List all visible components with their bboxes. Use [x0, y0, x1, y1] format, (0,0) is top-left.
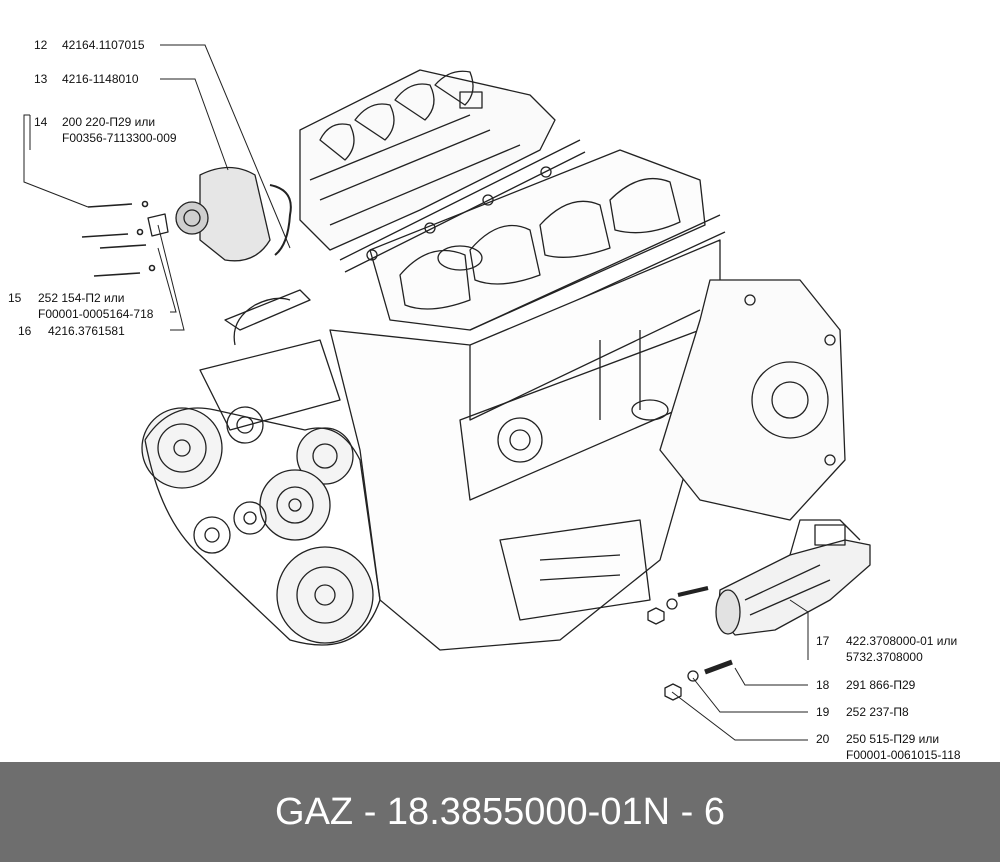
footer-brand: GAZ [275, 790, 354, 833]
bell-housing [659, 279, 846, 521]
leader-lines [23, 44, 809, 741]
callout-part-19: 252 237-П8 [846, 705, 909, 719]
callout-part-12: 42164.1107015 [62, 38, 145, 52]
starter-fasteners-lower [664, 659, 733, 701]
callout-part-13: 4216-1148010 [62, 72, 139, 86]
callout-number-14: 14 [34, 115, 48, 129]
footer-banner: GAZ - 18.3855000-01 N - 6 [0, 762, 1000, 862]
callout-number-12: 12 [34, 38, 48, 52]
callout-part-14-line1: 200 220-П29 или [62, 115, 156, 129]
callout-part-15-line2: F00001-0005164-718 [38, 307, 154, 321]
callout-number-20: 20 [816, 732, 830, 746]
engine-exploded-diagram [23, 44, 871, 741]
callout-number-15: 15 [8, 291, 22, 305]
fuel-rail [339, 139, 586, 273]
bracket-16 [147, 213, 169, 237]
throttle-body [175, 166, 292, 262]
callout-number-17: 17 [816, 634, 830, 648]
callout-number-19: 19 [816, 705, 830, 719]
valve-cover [369, 149, 726, 346]
footer-part-number: 18.3855000-01 [386, 790, 643, 833]
starter-motor [715, 519, 871, 636]
callout-part-16: 4216.3761581 [48, 324, 125, 338]
callout-part-20-line2: F00001-0061015-118 [846, 748, 961, 762]
callout-part-20-line1: 250 515-П29 или [846, 732, 940, 746]
callout-number-18: 18 [816, 678, 830, 692]
callout-number-13: 13 [34, 72, 48, 86]
footer-code: GAZ - 18.3855000-01 N - 6 [275, 790, 725, 833]
callout-number-16: 16 [18, 324, 32, 338]
callout-part-14-line2: F00356-7113300-009 [62, 131, 177, 145]
alternator-hoses [199, 289, 341, 431]
throttle-bolts [81, 200, 156, 277]
intake-manifold [299, 69, 556, 251]
footer-position: N - 6 [642, 790, 725, 833]
engine-block [329, 239, 721, 651]
callout-part-17-line1: 422.3708000-01 или [846, 634, 958, 648]
callout-part-18: 291 866-П29 [846, 678, 916, 692]
callout-part-15-line1: 252 154-П2 или [38, 291, 125, 305]
belt-drive [141, 406, 381, 646]
starter-fasteners-upper [647, 586, 709, 625]
callout-part-17-line2: 5732.3708000 [846, 650, 923, 664]
